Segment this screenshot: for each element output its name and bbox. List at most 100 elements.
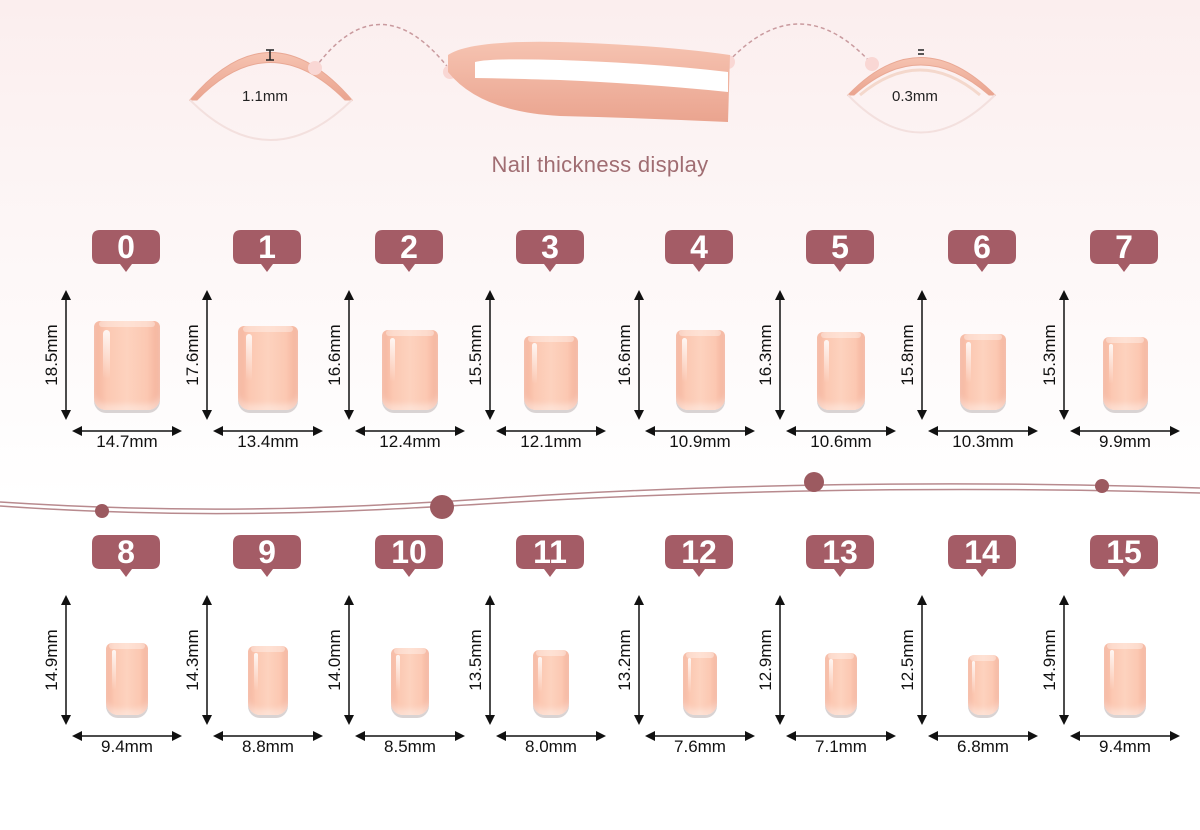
- width-label: 9.4mm: [101, 737, 153, 756]
- size-number: 2: [400, 229, 418, 265]
- nail-size-4: 4 16.6mm 10.9mm: [615, 230, 755, 460]
- length-label: 17.6mm: [183, 324, 202, 386]
- width-arrow: [496, 730, 606, 742]
- size-badge: 6: [948, 230, 1016, 272]
- thin-cross-section: [846, 49, 997, 134]
- size-badge: 9: [233, 535, 301, 577]
- length-arrow: [756, 290, 796, 420]
- width-label: 7.6mm: [674, 737, 726, 756]
- thin-label: 0.3mm: [892, 88, 938, 105]
- length-arrow: [898, 290, 938, 420]
- length-arrow: [615, 290, 655, 420]
- length-arrow: [1040, 290, 1080, 420]
- wave-dot: [95, 504, 109, 518]
- nail-shape: [533, 650, 569, 715]
- length-label: 16.6mm: [615, 324, 634, 386]
- width-arrow: [786, 730, 896, 742]
- width-label: 10.6mm: [810, 432, 872, 451]
- width-label: 13.4mm: [237, 432, 299, 451]
- width-arrow: [355, 425, 465, 437]
- width-label: 9.9mm: [1099, 432, 1151, 451]
- width-label: 9.4mm: [1099, 737, 1151, 756]
- length-label: 13.2mm: [615, 629, 634, 691]
- width-arrow: [213, 730, 323, 742]
- size-number: 7: [1115, 229, 1133, 265]
- width-arrow: [928, 425, 1038, 437]
- nail-thickness-illustration: [188, 23, 997, 141]
- size-number: 10: [391, 534, 427, 570]
- nail-size-7: 7 15.3mm 9.9mm: [1040, 230, 1180, 460]
- nail-shape: [1102, 337, 1148, 410]
- width-arrow: [72, 425, 182, 437]
- size-number: 11: [533, 534, 567, 570]
- nail-side-view: [448, 41, 730, 122]
- nail-shape: [683, 652, 717, 715]
- nail-size-1: 1 17.6mm 13.4mm: [183, 230, 323, 460]
- length-arrow: [325, 595, 365, 725]
- nail-size-15: 15 14.9mm 9.4mm: [1040, 535, 1180, 765]
- width-arrow: [355, 730, 465, 742]
- size-number: 5: [831, 229, 849, 265]
- length-arrow: [42, 290, 82, 420]
- size-badge: 1: [233, 230, 301, 272]
- size-number: 3: [541, 229, 559, 265]
- width-label: 6.8mm: [957, 737, 1009, 756]
- length-label: 13.5mm: [466, 629, 485, 691]
- size-number: 8: [117, 534, 135, 570]
- nail-shape: [825, 653, 857, 715]
- nail-shape: [817, 332, 865, 410]
- size-badge: 11: [516, 535, 584, 577]
- length-label: 12.5mm: [898, 629, 917, 691]
- nail-shape: [960, 334, 1006, 410]
- size-number: 13: [822, 534, 858, 570]
- length-label: 14.3mm: [183, 629, 202, 691]
- nail-shape: [106, 643, 148, 715]
- length-label: 16.6mm: [325, 324, 344, 386]
- width-arrow: [786, 425, 896, 437]
- nail-size-9: 9 14.3mm 8.8mm: [183, 535, 323, 765]
- length-label: 14.9mm: [1040, 629, 1059, 691]
- width-label: 8.8mm: [242, 737, 294, 756]
- size-number: 1: [258, 229, 276, 265]
- length-label: 14.0mm: [325, 629, 344, 691]
- nail-shape: [675, 330, 725, 410]
- width-arrow: [928, 730, 1038, 742]
- size-badge: 0: [92, 230, 160, 272]
- length-label: 15.5mm: [466, 324, 485, 386]
- size-badge: 15: [1090, 535, 1158, 577]
- width-label: 12.1mm: [520, 432, 582, 451]
- nail-shape: [1104, 643, 1146, 715]
- width-label: 7.1mm: [815, 737, 867, 756]
- size-number: 4: [690, 229, 708, 265]
- nail-size-12: 12 13.2mm 7.6mm: [615, 535, 755, 765]
- wave-dot: [430, 495, 454, 519]
- width-arrow: [1070, 730, 1180, 742]
- width-arrow: [496, 425, 606, 437]
- nail-shape: [967, 655, 999, 715]
- nail-size-10: 10 14.0mm 8.5mm: [325, 535, 465, 765]
- length-arrow: [466, 595, 506, 725]
- size-number: 15: [1106, 534, 1142, 570]
- length-label: 18.5mm: [42, 324, 61, 386]
- wave-divider: [0, 472, 1200, 519]
- width-label: 8.0mm: [525, 737, 577, 756]
- thick-cross-section: [188, 49, 354, 141]
- length-label: 15.3mm: [1040, 324, 1059, 386]
- nail-shape: [94, 321, 160, 410]
- width-label: 8.5mm: [384, 737, 436, 756]
- nail-shape: [524, 336, 578, 410]
- size-number: 12: [681, 534, 717, 570]
- size-badge: 5: [806, 230, 874, 272]
- width-label: 10.9mm: [669, 432, 731, 451]
- width-arrow: [213, 425, 323, 437]
- length-label: 14.9mm: [42, 629, 61, 691]
- length-arrow: [183, 290, 223, 420]
- width-arrow: [645, 425, 755, 437]
- length-arrow: [1040, 595, 1080, 725]
- size-badge: 12: [665, 535, 733, 577]
- length-arrow: [466, 290, 506, 420]
